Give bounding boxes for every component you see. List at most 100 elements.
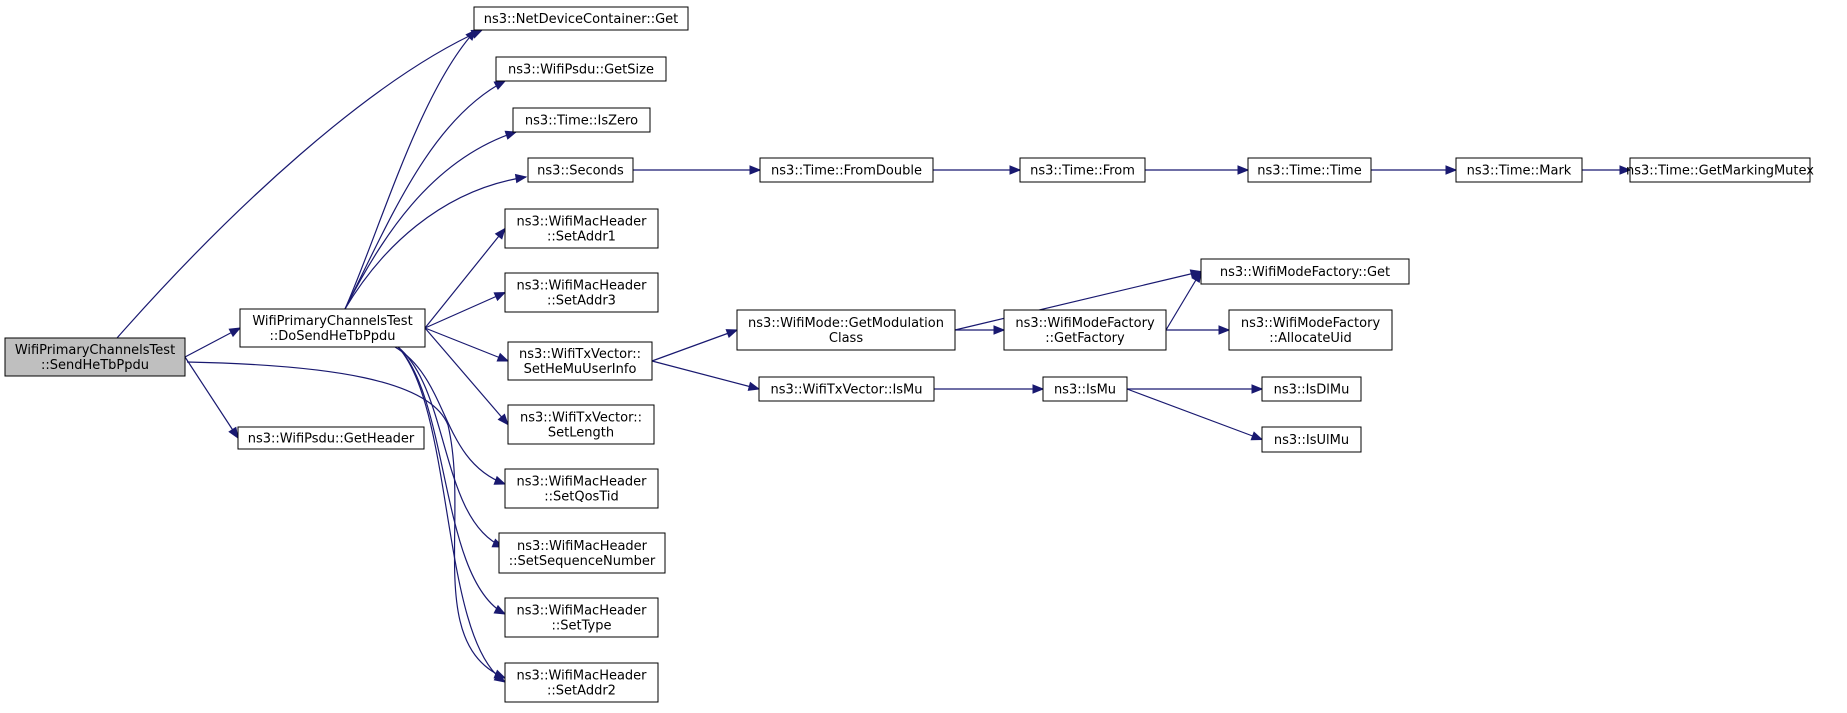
node-from-label-line-0: ns3::Time::From: [1030, 164, 1135, 179]
node-allocUid-label-line-0: ns3::WifiModeFactory: [1241, 316, 1381, 331]
edge-doSend-to-setAddr2: [397, 346, 507, 683]
edge-getFactory-to-allocUid: [1166, 325, 1231, 335]
edge-from-to-time: [1145, 165, 1250, 175]
node-isMuTx-label-line-0: ns3::WifiTxVector::IsMu: [770, 383, 922, 398]
node-isMuTx[interactable]: ns3::WifiTxVector::IsMu: [758, 376, 935, 402]
node-fromDouble[interactable]: ns3::Time::FromDouble: [759, 157, 934, 183]
node-setLength-label-line-0: ns3::WifiTxVector::: [520, 411, 642, 426]
edge-doSend-to-ndcGet: [344, 29, 477, 310]
node-isZero-label-line-0: ns3::Time::IsZero: [525, 114, 638, 129]
edge-setHeMu-to-isMuTx: [651, 360, 761, 391]
edge-getFactory-to-wmfGet: [1165, 270, 1202, 331]
node-setAddr2-label-line-0: ns3::WifiMacHeader: [516, 669, 647, 684]
edge-doSend-to-setHeMu: [424, 327, 510, 362]
edge-isMuTx-to-isMu: [934, 384, 1045, 394]
node-setLength-label-line-1: SetLength: [548, 426, 614, 441]
node-setType-label-line-1: ::SetType: [552, 619, 612, 634]
node-isDlMu-label-line-0: ns3::IsDlMu: [1274, 383, 1350, 398]
edges-layer: [116, 29, 1632, 683]
edge-mark-to-mutex: [1582, 165, 1632, 175]
edge-root-to-doSend: [184, 327, 242, 358]
node-getSize[interactable]: ns3::WifiPsdu::GetSize: [495, 56, 667, 82]
node-getHeader[interactable]: ns3::WifiPsdu::GetHeader: [237, 426, 425, 450]
node-mutex[interactable]: ns3::Time::GetMarkingMutex: [1626, 157, 1814, 183]
node-getFactory-label-line-0: ns3::WifiModeFactory: [1015, 316, 1155, 331]
node-allocUid[interactable]: ns3::WifiModeFactory::AllocateUid: [1228, 309, 1393, 351]
node-setAddr2-label-line-1: ::SetAddr2: [547, 684, 616, 699]
node-setAddr1[interactable]: ns3::WifiMacHeader::SetAddr1: [504, 208, 659, 249]
node-getModClass-label-line-1: Class: [829, 331, 863, 346]
edge-doSend-to-setAddr1: [424, 227, 506, 329]
node-setQosTid-label-line-1: ::SetQosTid: [544, 490, 618, 505]
node-time-label-line-0: ns3::Time::Time: [1257, 164, 1361, 179]
node-setSeq-label-line-1: ::SetSequenceNumber: [509, 554, 656, 569]
node-doSend-label-line-0: WifiPrimaryChannelsTest: [252, 314, 412, 329]
edge-doSend-to-isZero: [344, 130, 518, 310]
node-setAddr2[interactable]: ns3::WifiMacHeader::SetAddr2: [504, 662, 659, 703]
edge-time-to-mark: [1371, 165, 1458, 175]
edge-doSend-to-setAddr3: [424, 291, 507, 329]
node-setHeMu[interactable]: ns3::WifiTxVector::SetHeMuUserInfo: [507, 341, 653, 381]
node-setHeMu-label-line-1: SetHeMuUserInfo: [524, 362, 637, 377]
node-setLength[interactable]: ns3::WifiTxVector::SetLength: [507, 404, 655, 445]
node-setAddr1-label-line-1: ::SetAddr1: [547, 230, 616, 245]
node-setType[interactable]: ns3::WifiMacHeader::SetType: [504, 597, 659, 638]
node-isUlMu-label-line-0: ns3::IsUlMu: [1274, 433, 1349, 448]
node-isDlMu[interactable]: ns3::IsDlMu: [1261, 376, 1362, 402]
node-getFactory-label-line-1: ::GetFactory: [1045, 331, 1125, 346]
node-seconds[interactable]: ns3::Seconds: [527, 157, 634, 183]
edge-doSend-to-setType: [397, 346, 507, 615]
node-root-label-line-1: ::SendHeTbPpdu: [41, 358, 149, 373]
edge-doSend-to-seconds: [344, 173, 528, 310]
edge-setHeMu-to-getModClass: [651, 329, 739, 362]
node-root[interactable]: WifiPrimaryChannelsTest::SendHeTbPpdu: [4, 337, 186, 377]
node-ndcGet-label-line-0: ns3::NetDeviceContainer::Get: [484, 12, 679, 27]
node-wmfGet-label-line-0: ns3::WifiModeFactory::Get: [1220, 265, 1390, 280]
node-setAddr3-label-line-1: ::SetAddr3: [547, 294, 616, 309]
edge-doSend-to-getSize: [344, 80, 507, 310]
edge-doSend-to-setLength: [424, 327, 509, 426]
edge-isMu-to-isDlMu: [1127, 384, 1264, 394]
node-time[interactable]: ns3::Time::Time: [1247, 157, 1372, 183]
node-mark[interactable]: ns3::Time::Mark: [1455, 157, 1583, 183]
node-getFactory[interactable]: ns3::WifiModeFactory::GetFactory: [1003, 309, 1167, 351]
node-wmfGet[interactable]: ns3::WifiModeFactory::Get: [1200, 258, 1410, 285]
node-setHeMu-label-line-0: ns3::WifiTxVector::: [519, 347, 641, 362]
node-ndcGet[interactable]: ns3::NetDeviceContainer::Get: [473, 6, 689, 31]
node-mutex-label-line-0: ns3::Time::GetMarkingMutex: [1626, 164, 1814, 179]
node-seconds-label-line-0: ns3::Seconds: [537, 164, 624, 179]
node-doSend[interactable]: WifiPrimaryChannelsTest::DoSendHeTbPpdu: [239, 308, 426, 348]
node-setSeq[interactable]: ns3::WifiMacHeader::SetSequenceNumber: [498, 532, 666, 574]
edge-isMu-to-isUlMu: [1126, 388, 1264, 441]
node-doSend-label-line-1: ::DoSendHeTbPpdu: [269, 329, 395, 344]
node-isMu-label-line-0: ns3::IsMu: [1054, 383, 1116, 398]
node-root-label-line-0: WifiPrimaryChannelsTest: [15, 343, 175, 358]
node-setType-label-line-0: ns3::WifiMacHeader: [516, 604, 647, 619]
edge-root-to-setAddr2: [186, 361, 507, 679]
node-setSeq-label-line-0: ns3::WifiMacHeader: [517, 539, 648, 554]
node-getModClass-label-line-0: ns3::WifiMode::GetModulation: [748, 316, 944, 331]
edge-fromDouble-to-from: [933, 165, 1022, 175]
node-isMu[interactable]: ns3::IsMu: [1042, 376, 1128, 402]
node-setAddr1-label-line-0: ns3::WifiMacHeader: [516, 215, 647, 230]
node-setQosTid-label-line-0: ns3::WifiMacHeader: [516, 475, 647, 490]
edge-getModClass-to-getFactory: [955, 325, 1006, 335]
edge-doSend-to-setQosTid: [394, 346, 507, 485]
node-allocUid-label-line-1: ::AllocateUid: [1269, 331, 1351, 346]
edge-root-to-getHeader: [184, 356, 239, 440]
edge-root-to-ndcGet: [116, 29, 484, 339]
node-getHeader-label-line-0: ns3::WifiPsdu::GetHeader: [248, 432, 415, 447]
node-setQosTid[interactable]: ns3::WifiMacHeader::SetQosTid: [504, 468, 659, 509]
node-isUlMu[interactable]: ns3::IsUlMu: [1261, 426, 1362, 453]
node-getSize-label-line-0: ns3::WifiPsdu::GetSize: [508, 63, 654, 78]
node-fromDouble-label-line-0: ns3::Time::FromDouble: [771, 164, 922, 179]
nodes-layer: WifiPrimaryChannelsTest::SendHeTbPpduWif…: [4, 6, 1814, 703]
edge-seconds-to-fromDouble: [633, 165, 762, 175]
node-isZero[interactable]: ns3::Time::IsZero: [512, 107, 651, 133]
node-setAddr3[interactable]: ns3::WifiMacHeader::SetAddr3: [504, 272, 659, 313]
node-setAddr3-label-line-0: ns3::WifiMacHeader: [516, 279, 647, 294]
node-from[interactable]: ns3::Time::From: [1019, 157, 1146, 183]
node-mark-label-line-0: ns3::Time::Mark: [1467, 164, 1572, 179]
